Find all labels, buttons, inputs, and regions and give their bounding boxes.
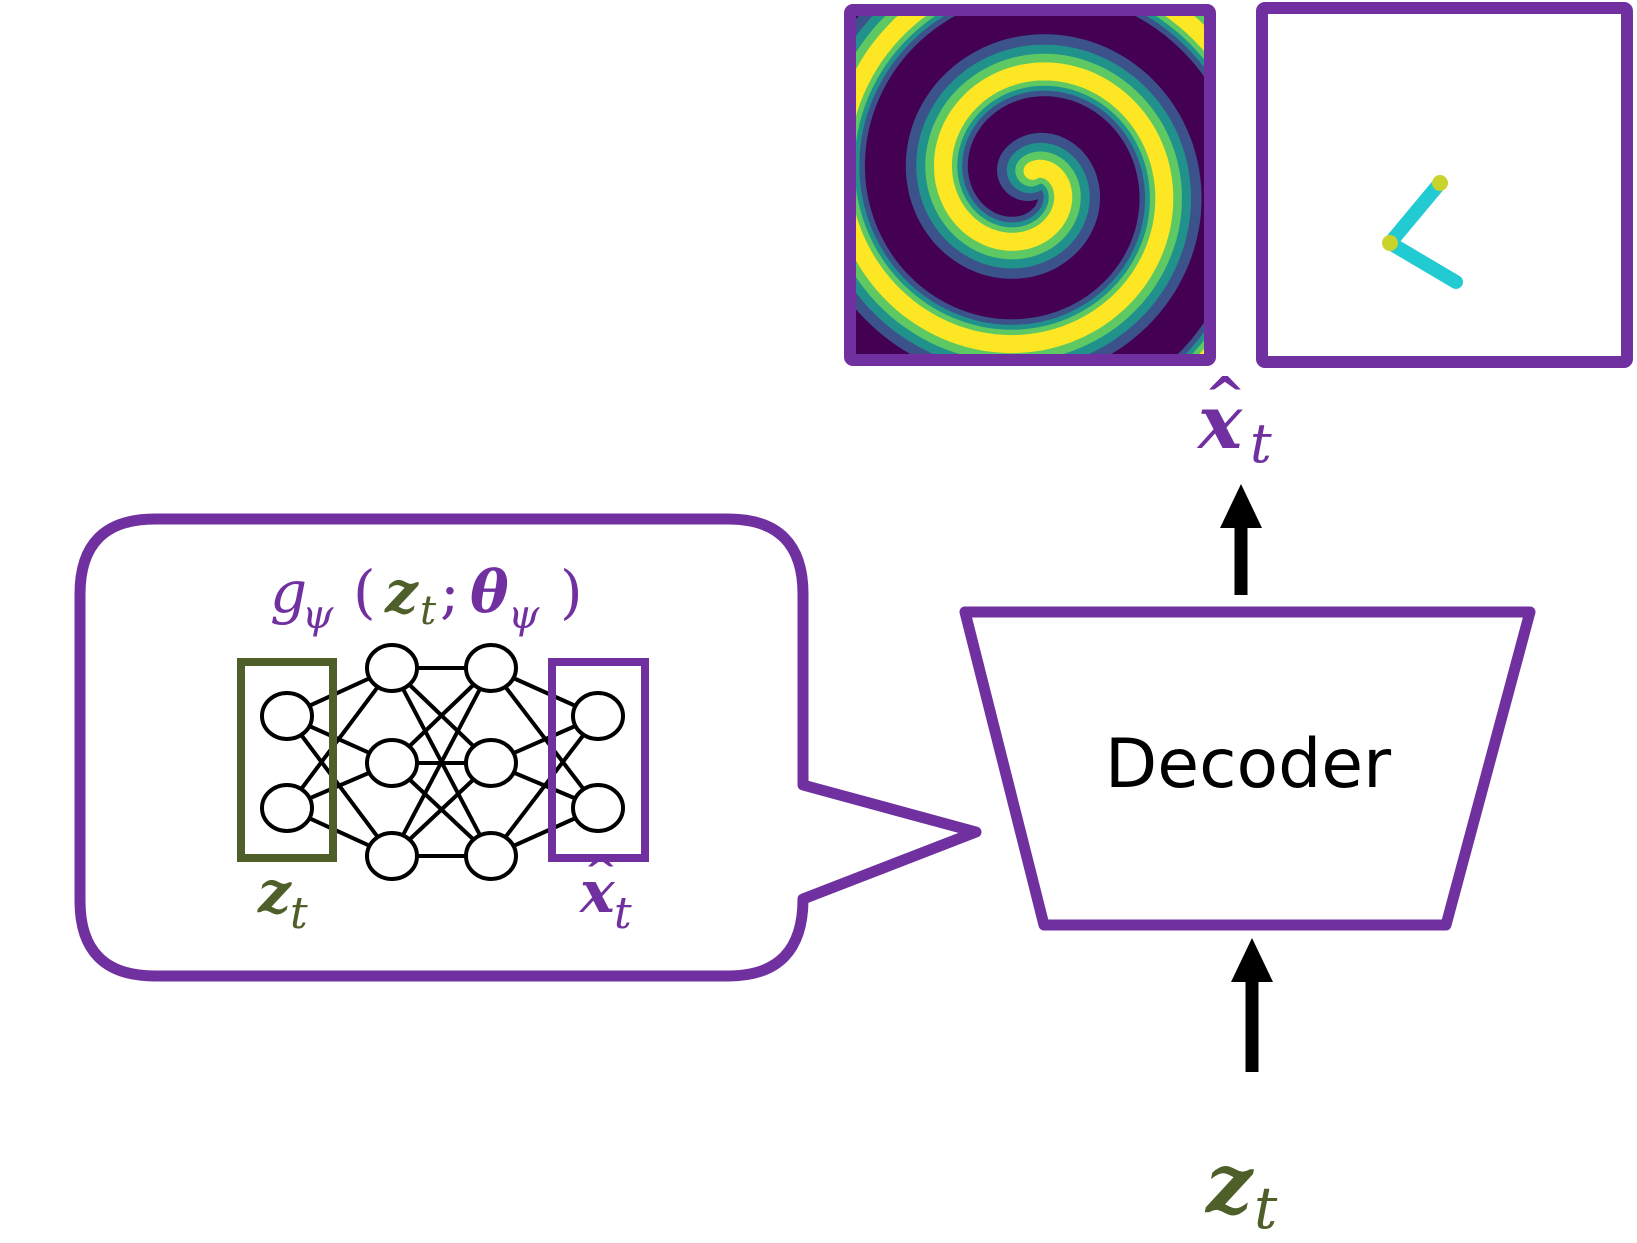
neural-network	[237, 643, 649, 881]
net-input-sub: t	[290, 888, 308, 939]
network-node-layer-3	[464, 831, 518, 881]
func-g: g	[270, 558, 307, 626]
input-layer-box	[237, 658, 337, 862]
network-nodes	[260, 643, 625, 881]
spiral-wave-image	[844, 4, 1216, 366]
pendulum-elbow-joint	[1382, 235, 1398, 251]
network-node-layer-3	[464, 643, 518, 693]
output-label: x ^ t	[1196, 365, 1272, 475]
network-node-layer-3	[464, 738, 518, 788]
func-z-sub: t	[420, 588, 437, 634]
network-node-layer-4	[571, 691, 625, 741]
pendulum-image	[1256, 2, 1633, 368]
net-output-hat: ^	[584, 848, 618, 895]
function-label: g ψ ( z t ; θ ψ )	[270, 558, 583, 638]
network-node-layer-4	[571, 783, 625, 833]
output-layer-box	[548, 658, 649, 862]
pendulum-rod-lower	[1383, 236, 1463, 289]
output-label-base: x	[1196, 380, 1243, 466]
func-z: z	[384, 558, 419, 626]
func-g-sub: ψ	[302, 592, 334, 638]
network-node-layer-1	[260, 783, 314, 833]
network-callout: g ψ ( z t ; θ ψ ) z t x ^ t	[74, 513, 982, 982]
input-label-sub: t	[1254, 1174, 1278, 1238]
network-node-layer-2	[365, 738, 419, 788]
pendulum-tip-joint	[1432, 175, 1448, 191]
net-output-sub: t	[614, 888, 632, 939]
network-edge	[285, 666, 394, 810]
network-node-layer-1	[260, 691, 314, 741]
input-label-base: z	[1204, 1136, 1254, 1232]
net-input-base: z	[257, 858, 292, 926]
decoder-block: Decoder	[959, 606, 1536, 931]
func-theta: θ	[470, 558, 509, 626]
func-open-paren: (	[353, 558, 376, 626]
network-output-label: x ^ t	[578, 848, 632, 939]
pendulum-rod-upper	[1383, 176, 1447, 250]
decoder-shape	[959, 606, 1536, 931]
spiral-band	[850, 10, 1210, 360]
spiral-frame	[844, 4, 1216, 366]
network-input-label: z t	[257, 858, 308, 939]
func-close-paren: )	[560, 558, 583, 626]
func-theta-sub: ψ	[508, 592, 540, 638]
network-node-layer-2	[365, 643, 419, 693]
network-node-layer-2	[365, 831, 419, 881]
network-edge	[390, 667, 493, 857]
input-label: z t	[1204, 1136, 1278, 1242]
arrow-decoder-to-output	[1220, 484, 1262, 595]
output-label-sub: t	[1250, 412, 1272, 475]
output-label-hat: ^	[1204, 365, 1246, 424]
arrow-input-to-decoder	[1231, 938, 1273, 1072]
net-output-base: x	[578, 858, 616, 926]
func-separator: ;	[440, 558, 460, 626]
network-edge	[489, 714, 600, 858]
decoder-label: Decoder	[1105, 725, 1391, 804]
